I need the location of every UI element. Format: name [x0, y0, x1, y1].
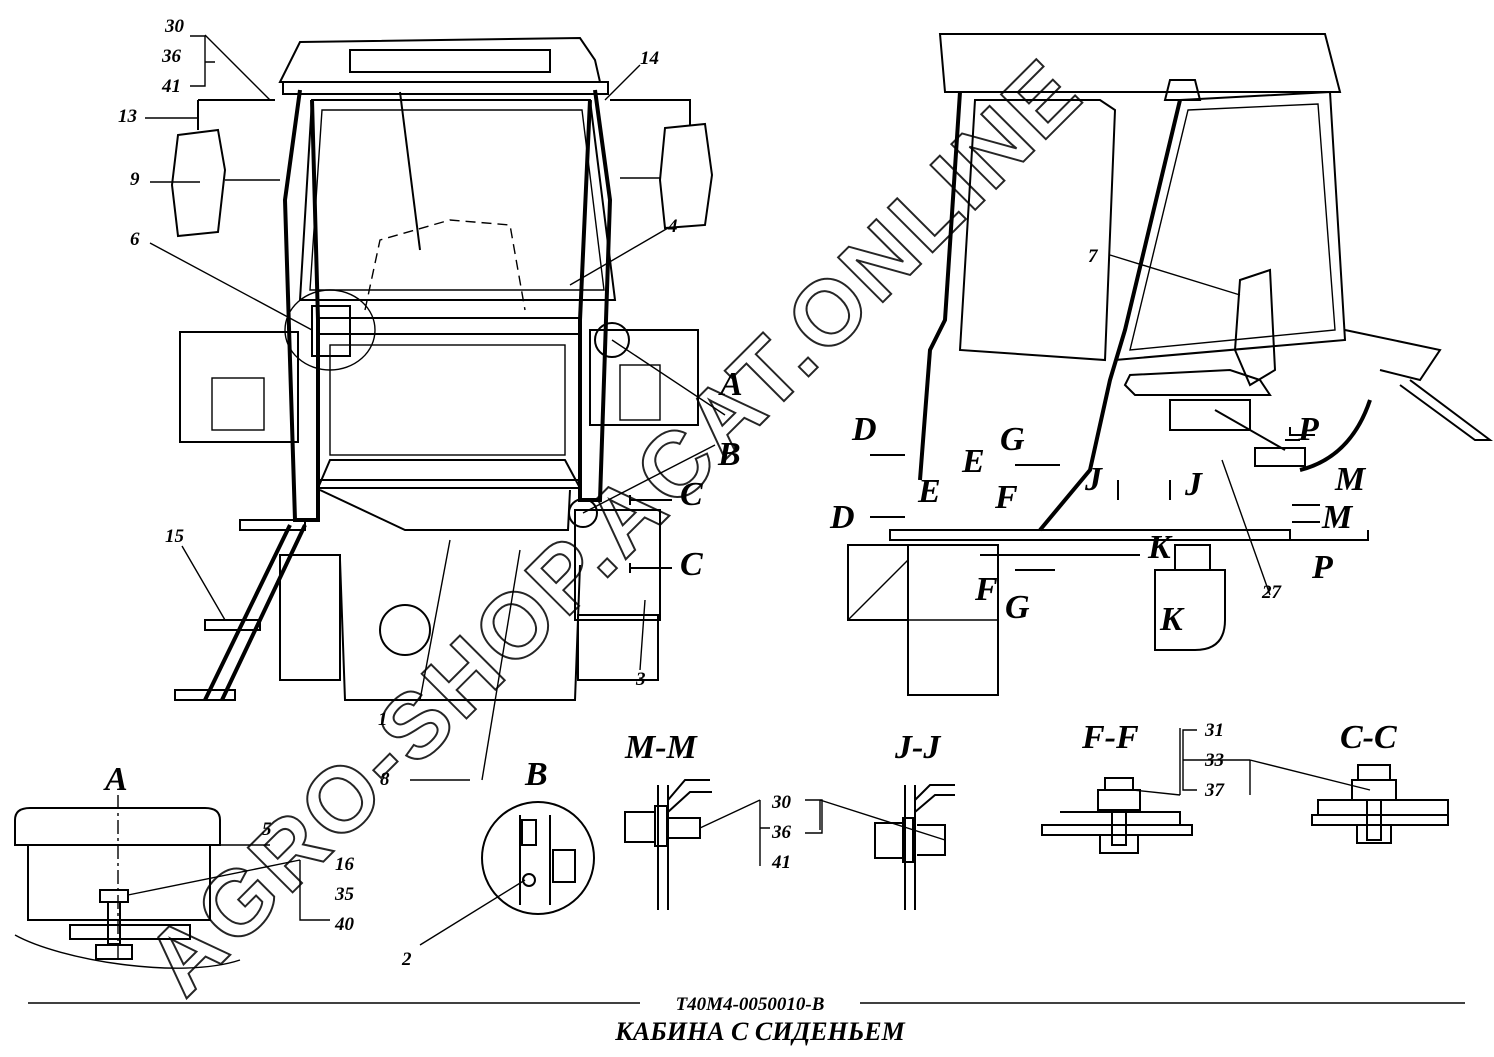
callout-13: 13	[118, 106, 137, 127]
view-letter-P1: P	[1297, 411, 1319, 448]
section-JJ	[819, 784, 955, 910]
section-titles: A B M-M J-J F-F C-C	[103, 719, 1397, 798]
view-letter-P2: P	[1311, 549, 1333, 586]
section-title-A: A	[103, 761, 128, 798]
callout-14: 14	[640, 48, 659, 69]
view-letters: A B C C D D E E F F G G J J K K P P M M	[629, 366, 1369, 638]
detail-A	[14, 795, 330, 969]
cab-front-view	[145, 34, 726, 781]
callout-4: 4	[667, 216, 678, 237]
view-letter-G2: G	[1005, 589, 1030, 626]
view-letter-C1: C	[680, 476, 703, 513]
view-letter-D2: D	[829, 499, 855, 536]
view-letter-F1: F	[994, 479, 1018, 516]
section-title-B: B	[524, 756, 548, 793]
callout-40: 40	[334, 914, 355, 935]
callout-30b: 30	[771, 792, 792, 813]
callout-1: 1	[378, 709, 388, 730]
section-CC	[1249, 759, 1449, 844]
section-title-FF: F-F	[1081, 719, 1139, 756]
callout-36b: 36	[771, 822, 792, 843]
view-letter-M1: M	[1334, 461, 1367, 498]
callout-numbers: 30 36 41 14 13 9 6 4 15 1 8 3 7 27 5 16 …	[118, 16, 1283, 970]
section-title-CC: C-C	[1340, 719, 1397, 756]
callout-15: 15	[165, 526, 185, 547]
detail-B	[419, 801, 595, 946]
view-letter-K1: K	[1147, 529, 1173, 566]
section-title-MM: M-M	[624, 729, 699, 766]
view-letter-F2: F	[974, 571, 998, 608]
callout-36a: 36	[161, 46, 182, 67]
watermark: AGRO-SHOP.ACAT.ONLINE	[127, 39, 1102, 1014]
view-letter-E2: E	[917, 473, 941, 510]
callout-30a: 30	[164, 16, 185, 37]
callout-37: 37	[1204, 780, 1226, 801]
callout-41b: 41	[771, 852, 791, 873]
doc-title: КАБИНА С СИДЕНЬЕМ	[614, 1017, 905, 1046]
callout-16: 16	[335, 854, 355, 875]
callout-27: 27	[1261, 582, 1283, 603]
view-letter-G1: G	[1000, 421, 1025, 458]
view-letter-K2: K	[1159, 601, 1185, 638]
callout-2: 2	[401, 949, 412, 970]
view-letter-D1: D	[851, 411, 877, 448]
callout-8: 8	[380, 769, 390, 790]
cab-side-view	[847, 33, 1493, 696]
callout-7: 7	[1088, 246, 1099, 267]
callout-31: 31	[1204, 720, 1224, 741]
view-letter-C2: C	[680, 546, 703, 583]
view-letter-E1: E	[961, 443, 985, 480]
callout-9: 9	[130, 169, 140, 190]
callout-6: 6	[130, 229, 140, 250]
section-FF	[1041, 728, 1193, 854]
view-letter-M2: M	[1321, 499, 1354, 536]
section-title-JJ: J-J	[894, 729, 941, 766]
callout-41a: 41	[161, 76, 181, 97]
doc-code: T40M4-0050010-B	[676, 994, 825, 1015]
callout-3: 3	[635, 669, 646, 690]
view-letter-J1: J	[1084, 461, 1103, 498]
callout-35: 35	[334, 884, 355, 905]
view-letter-A: A	[718, 366, 743, 403]
section-MM	[624, 779, 770, 910]
view-letter-J2: J	[1184, 466, 1203, 503]
callout-5: 5	[262, 819, 272, 840]
view-letter-B: B	[717, 436, 741, 473]
